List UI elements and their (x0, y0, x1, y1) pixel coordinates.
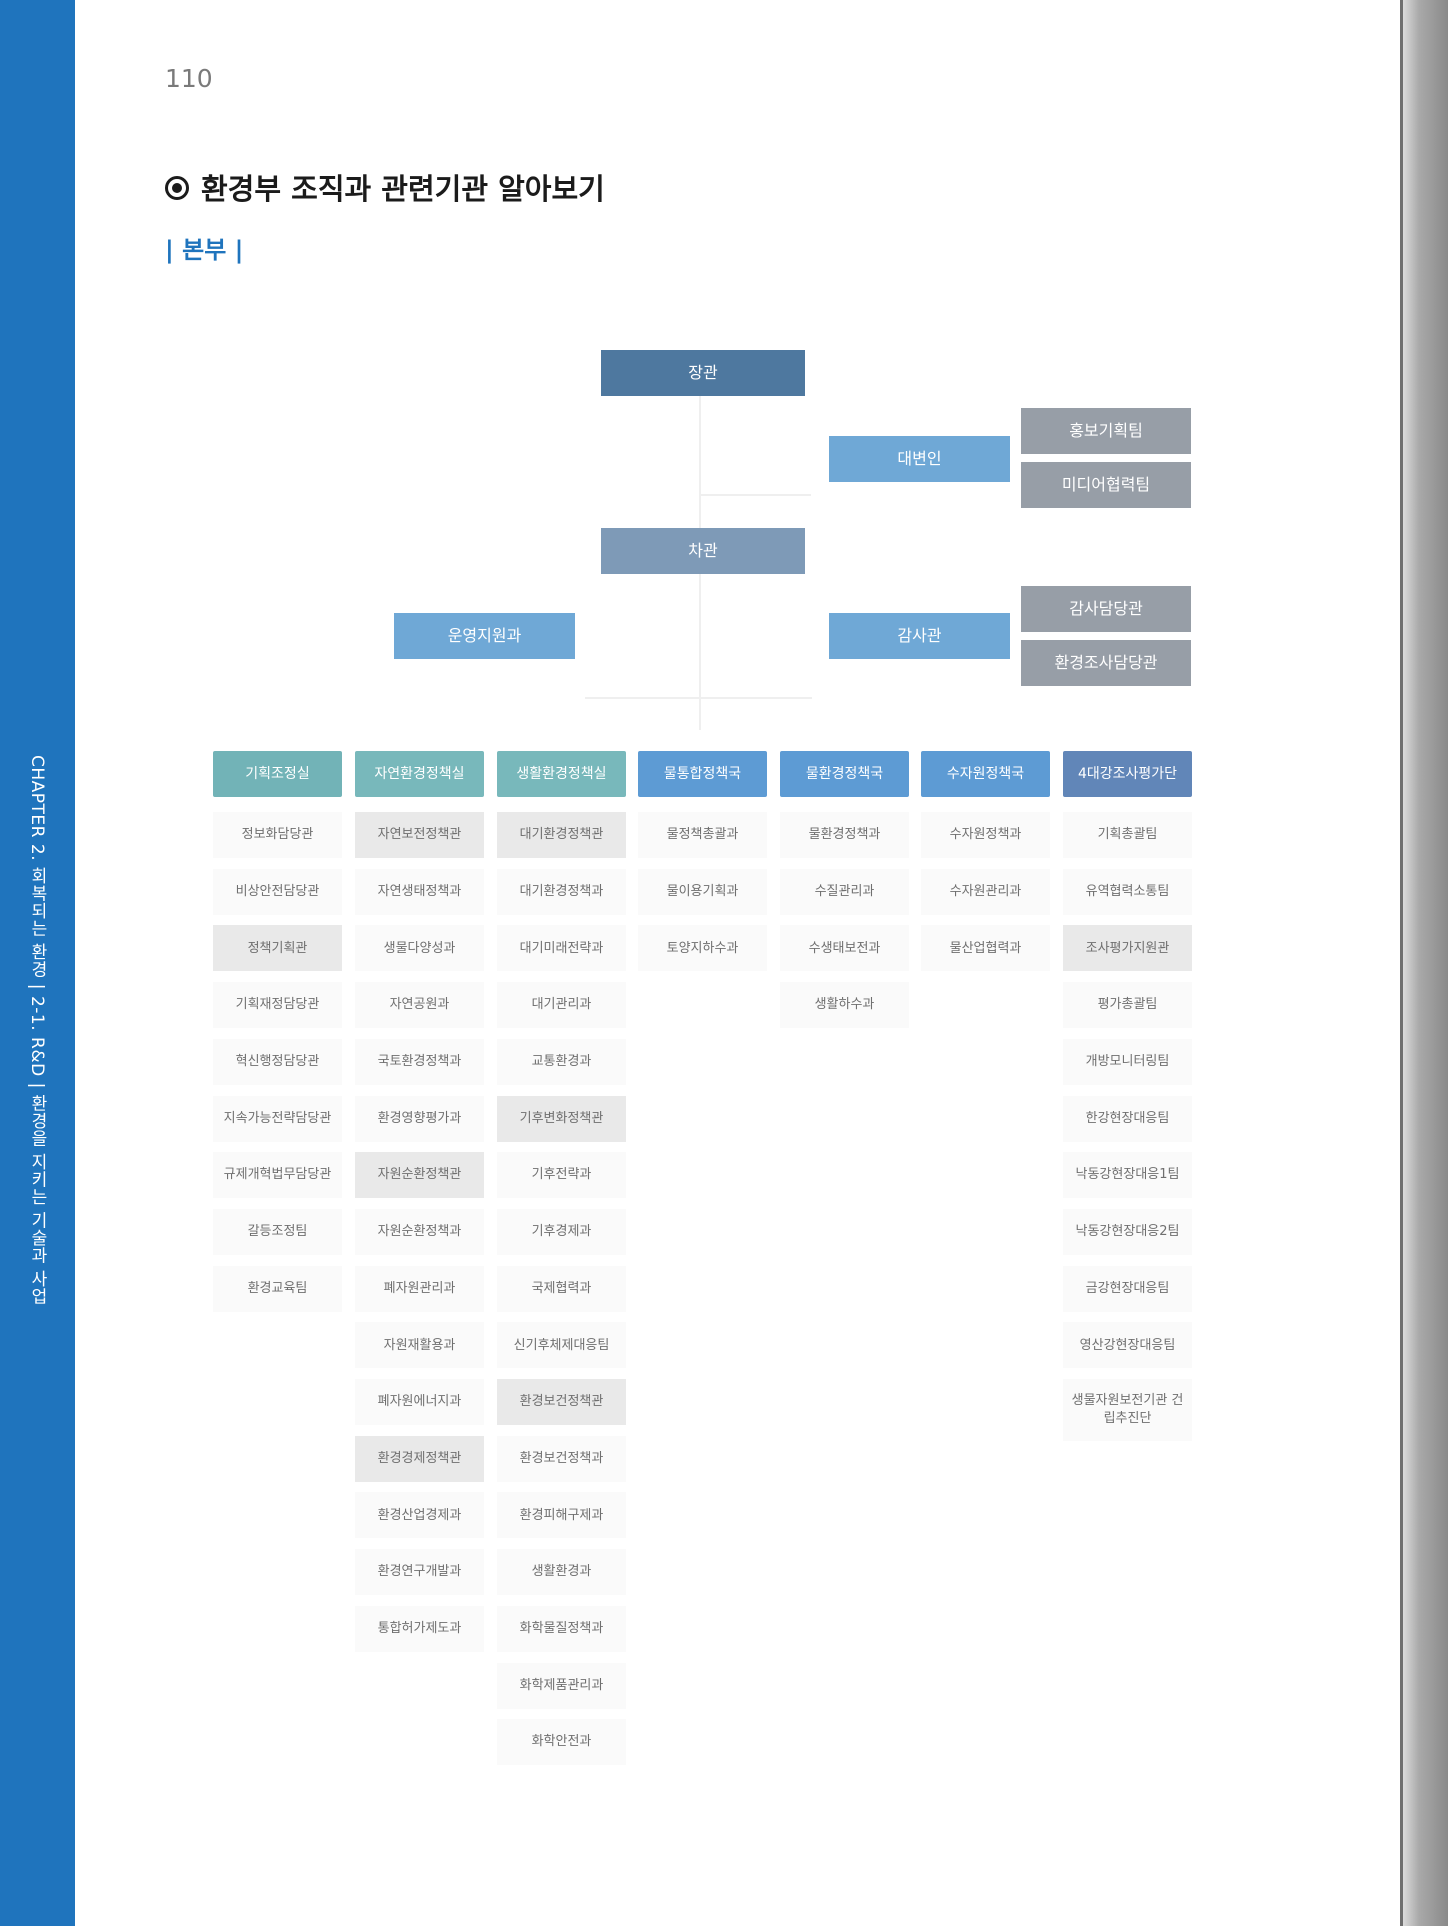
department-cell: 한강현장대응팀 (1063, 1095, 1192, 1142)
department-cell: 기획총괄팀 (1063, 812, 1192, 858)
department-cell: 화학안전과 (497, 1719, 626, 1766)
department-cell: 통합허가제도과 (355, 1605, 484, 1652)
page-edge (1400, 0, 1448, 1926)
department-cell: 환경영향평가과 (355, 1095, 484, 1142)
department-cell: 자연보전정책관 (355, 812, 484, 858)
department-cell: 폐자원에너지과 (355, 1379, 484, 1425)
department-cell: 대기환경정책관 (497, 812, 626, 858)
department-cell: 기후전략과 (497, 1152, 626, 1199)
department-cell: 영산강현장대응팀 (1063, 1322, 1192, 1369)
connector-spokesperson (699, 494, 811, 496)
department-cell: 규제개혁법무담당관 (213, 1152, 342, 1199)
department-cell: 대기미래전략과 (497, 925, 626, 972)
department-cell: 생물자원보전기관 건립추진단 (1063, 1379, 1192, 1441)
department-cell: 수질관리과 (780, 868, 909, 915)
department-cell: 기후경제과 (497, 1208, 626, 1255)
department-cell: 혁신행정담당관 (213, 1038, 342, 1085)
department-cell: 지속가능전략담당관 (213, 1095, 342, 1142)
auditor-box: 감사관 (829, 613, 1010, 659)
department-cell: 물환경정책과 (780, 812, 909, 858)
department-cell: 낙동강현장대응1팀 (1063, 1152, 1192, 1199)
department-cell: 수자원관리과 (921, 868, 1050, 915)
media-team-box: 미디어협력팀 (1021, 462, 1191, 508)
department-cell: 자원순환정책관 (355, 1152, 484, 1199)
department-cell: 환경경제정책관 (355, 1435, 484, 1482)
pr-team-box: 홍보기획팀 (1021, 408, 1191, 454)
connector-lower (585, 697, 812, 699)
department-cell: 기후변화정책관 (497, 1095, 626, 1142)
department-cell: 폐자원관리과 (355, 1265, 484, 1312)
section-subtitle: | 본부 | (165, 236, 244, 264)
department-cell: 금강현장대응팀 (1063, 1265, 1192, 1312)
col-head-water-env: 물환경정책국 (780, 751, 909, 797)
sidebar-strip: CHAPTER 2. 회복되는 환경 | 2-1. R&D | 환경을 지키는 … (0, 0, 75, 1926)
department-cell: 신기후체제대응팀 (497, 1322, 626, 1369)
department-cell: 환경교육팀 (213, 1265, 342, 1312)
department-cell: 개방모니터링팀 (1063, 1038, 1192, 1085)
spokesperson-box: 대변인 (829, 436, 1010, 482)
department-cell: 자연생태정책과 (355, 868, 484, 915)
vice-minister-box: 차관 (601, 528, 805, 574)
department-cell: 환경산업경제과 (355, 1492, 484, 1539)
col-head-nature: 자연환경정책실 (355, 751, 484, 797)
department-cell: 수생태보전과 (780, 925, 909, 972)
col-head-living: 생활환경정책실 (497, 751, 626, 797)
col-head-four-rivers: 4대강조사평가단 (1063, 751, 1192, 797)
department-cell: 정책기획관 (213, 925, 342, 972)
department-cell: 물이용기획과 (638, 868, 767, 915)
investigation-officer-box: 환경조사담당관 (1021, 640, 1191, 686)
department-cell: 국토환경정책과 (355, 1038, 484, 1085)
department-cell: 생물다양성과 (355, 925, 484, 972)
circle-dot-icon (165, 176, 189, 200)
department-cell: 정보화담당관 (213, 812, 342, 858)
col-head-planning: 기획조정실 (213, 751, 342, 797)
department-cell: 교통환경과 (497, 1038, 626, 1085)
department-cell: 토양지하수과 (638, 925, 767, 972)
department-cell: 평가총괄팀 (1063, 982, 1192, 1029)
col-head-water-resource: 수자원정책국 (921, 751, 1050, 797)
page-title: 환경부 조직과 관련기관 알아보기 (165, 166, 605, 208)
department-cell: 대기환경정책과 (497, 868, 626, 915)
department-cell: 수자원정책과 (921, 812, 1050, 858)
department-cell: 환경피해구제과 (497, 1492, 626, 1539)
operations-box: 운영지원과 (394, 613, 575, 659)
department-cell: 국제협력과 (497, 1265, 626, 1312)
chapter-label: CHAPTER 2. 회복되는 환경 | 2-1. R&D | 환경을 지키는 … (27, 755, 47, 1305)
department-cell: 대기관리과 (497, 982, 626, 1029)
page-title-text: 환경부 조직과 관련기관 알아보기 (201, 172, 605, 206)
department-cell: 환경연구개발과 (355, 1549, 484, 1596)
department-cell: 자원재활용과 (355, 1322, 484, 1369)
department-cell: 유역협력소통팀 (1063, 868, 1192, 915)
minister-box: 장관 (601, 350, 805, 396)
audit-officer-box: 감사담당관 (1021, 586, 1191, 632)
department-cell: 자연공원과 (355, 982, 484, 1029)
department-cell: 물정책총괄과 (638, 812, 767, 858)
department-cell: 자원순환정책과 (355, 1208, 484, 1255)
page-number: 110 (165, 64, 213, 93)
col-head-water-integration: 물통합정책국 (638, 751, 767, 797)
department-cell: 갈등조정팀 (213, 1208, 342, 1255)
department-cell: 기획재정담당관 (213, 982, 342, 1029)
department-cell: 생활환경과 (497, 1549, 626, 1596)
department-cell: 비상안전담당관 (213, 868, 342, 915)
department-cell: 화학물질정책과 (497, 1605, 626, 1652)
department-cell: 물산업협력과 (921, 925, 1050, 972)
department-cell: 환경보건정책과 (497, 1435, 626, 1482)
department-cell: 화학제품관리과 (497, 1662, 626, 1709)
department-cell: 환경보건정책관 (497, 1379, 626, 1425)
department-cell: 조사평가지원관 (1063, 925, 1192, 972)
department-cell: 생활하수과 (780, 982, 909, 1029)
department-cell: 낙동강현장대응2팀 (1063, 1208, 1192, 1255)
